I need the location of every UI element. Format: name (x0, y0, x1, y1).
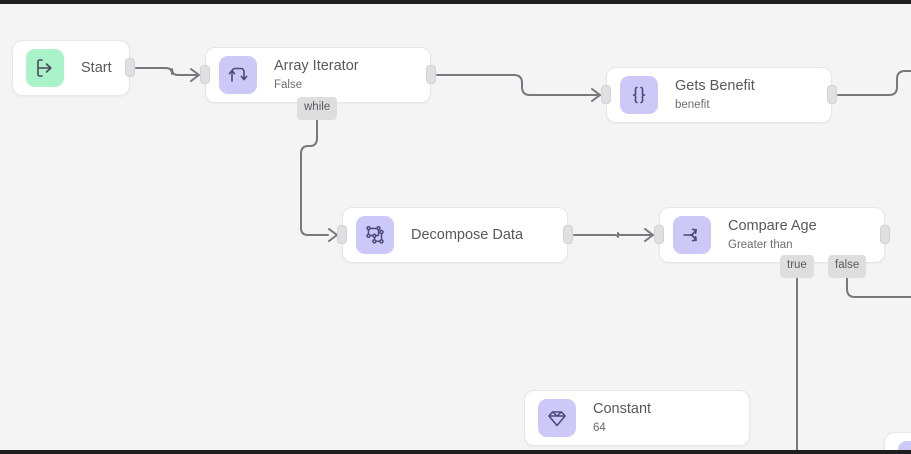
node-array-iterator[interactable]: Array Iterator False (205, 47, 431, 103)
port-array-iterator-output[interactable] (426, 65, 436, 84)
node-graph-icon (356, 216, 394, 254)
node-start[interactable]: Start (12, 40, 130, 96)
diamond-gem-icon (538, 399, 576, 437)
port-decompose-data-input[interactable] (337, 225, 347, 244)
node-gets-benefit-title: Gets Benefit (675, 77, 755, 94)
node-compare-age[interactable]: Compare Age Greater than (659, 207, 885, 263)
edge-start-to-array-iterator (135, 67, 199, 76)
node-decompose-data[interactable]: Decompose Data (342, 207, 568, 263)
port-compare-age-output[interactable] (880, 225, 890, 244)
edge-arrowhead-compare-age (644, 228, 654, 242)
node-constant-text: Constant 64 (593, 400, 651, 437)
curly-braces-icon (620, 76, 658, 114)
node-array-iterator-text: Array Iterator False (274, 57, 359, 94)
node-decompose-data-text: Decompose Data (411, 226, 523, 245)
node-gets-benefit[interactable]: Gets Benefit benefit (606, 67, 832, 123)
port-gets-benefit-input[interactable] (601, 85, 611, 104)
node-compare-age-text: Compare Age Greater than (728, 217, 817, 254)
node-compare-age-subtitle: Greater than (728, 238, 793, 251)
node-offscreen-partial[interactable] (884, 432, 911, 450)
node-start-text: Start (81, 59, 112, 78)
edge-array-iterator-to-gets-benefit (436, 74, 601, 96)
node-constant-subtitle: 64 (593, 421, 606, 434)
port-gets-benefit-output[interactable] (827, 85, 837, 104)
partial-node-icon (898, 441, 911, 450)
node-constant[interactable]: Constant 64 (524, 390, 750, 446)
edge-gets-benefit-to-offscreen (837, 70, 911, 96)
edge-while-to-decompose-data (300, 115, 329, 236)
branch-split-icon (673, 216, 711, 254)
node-gets-benefit-subtitle: benefit (675, 98, 710, 111)
branch-label-true[interactable]: true (780, 255, 814, 278)
node-array-iterator-subtitle: False (274, 78, 303, 91)
port-compare-age-input[interactable] (654, 225, 664, 244)
edge-arrowhead-decompose-data (328, 228, 338, 242)
loop-icon (219, 56, 257, 94)
port-start-output[interactable] (125, 58, 135, 77)
port-decompose-data-output[interactable] (563, 225, 573, 244)
branch-label-false[interactable]: false (828, 255, 867, 278)
edge-arrowhead-gets-benefit (591, 88, 601, 102)
node-decompose-data-title: Decompose Data (411, 226, 524, 243)
arrow-exit-icon (26, 49, 64, 87)
port-array-iterator-input[interactable] (200, 65, 210, 84)
node-start-title: Start (81, 59, 112, 76)
edge-arrowhead-array-iterator (190, 68, 200, 82)
branch-label-while[interactable]: while (297, 97, 338, 120)
node-compare-age-title: Compare Age (728, 217, 817, 234)
node-gets-benefit-text: Gets Benefit benefit (675, 77, 755, 114)
node-constant-title: Constant (593, 400, 652, 417)
node-array-iterator-title: Array Iterator (274, 57, 359, 74)
edge-decompose-data-to-compare-age (573, 232, 654, 238)
